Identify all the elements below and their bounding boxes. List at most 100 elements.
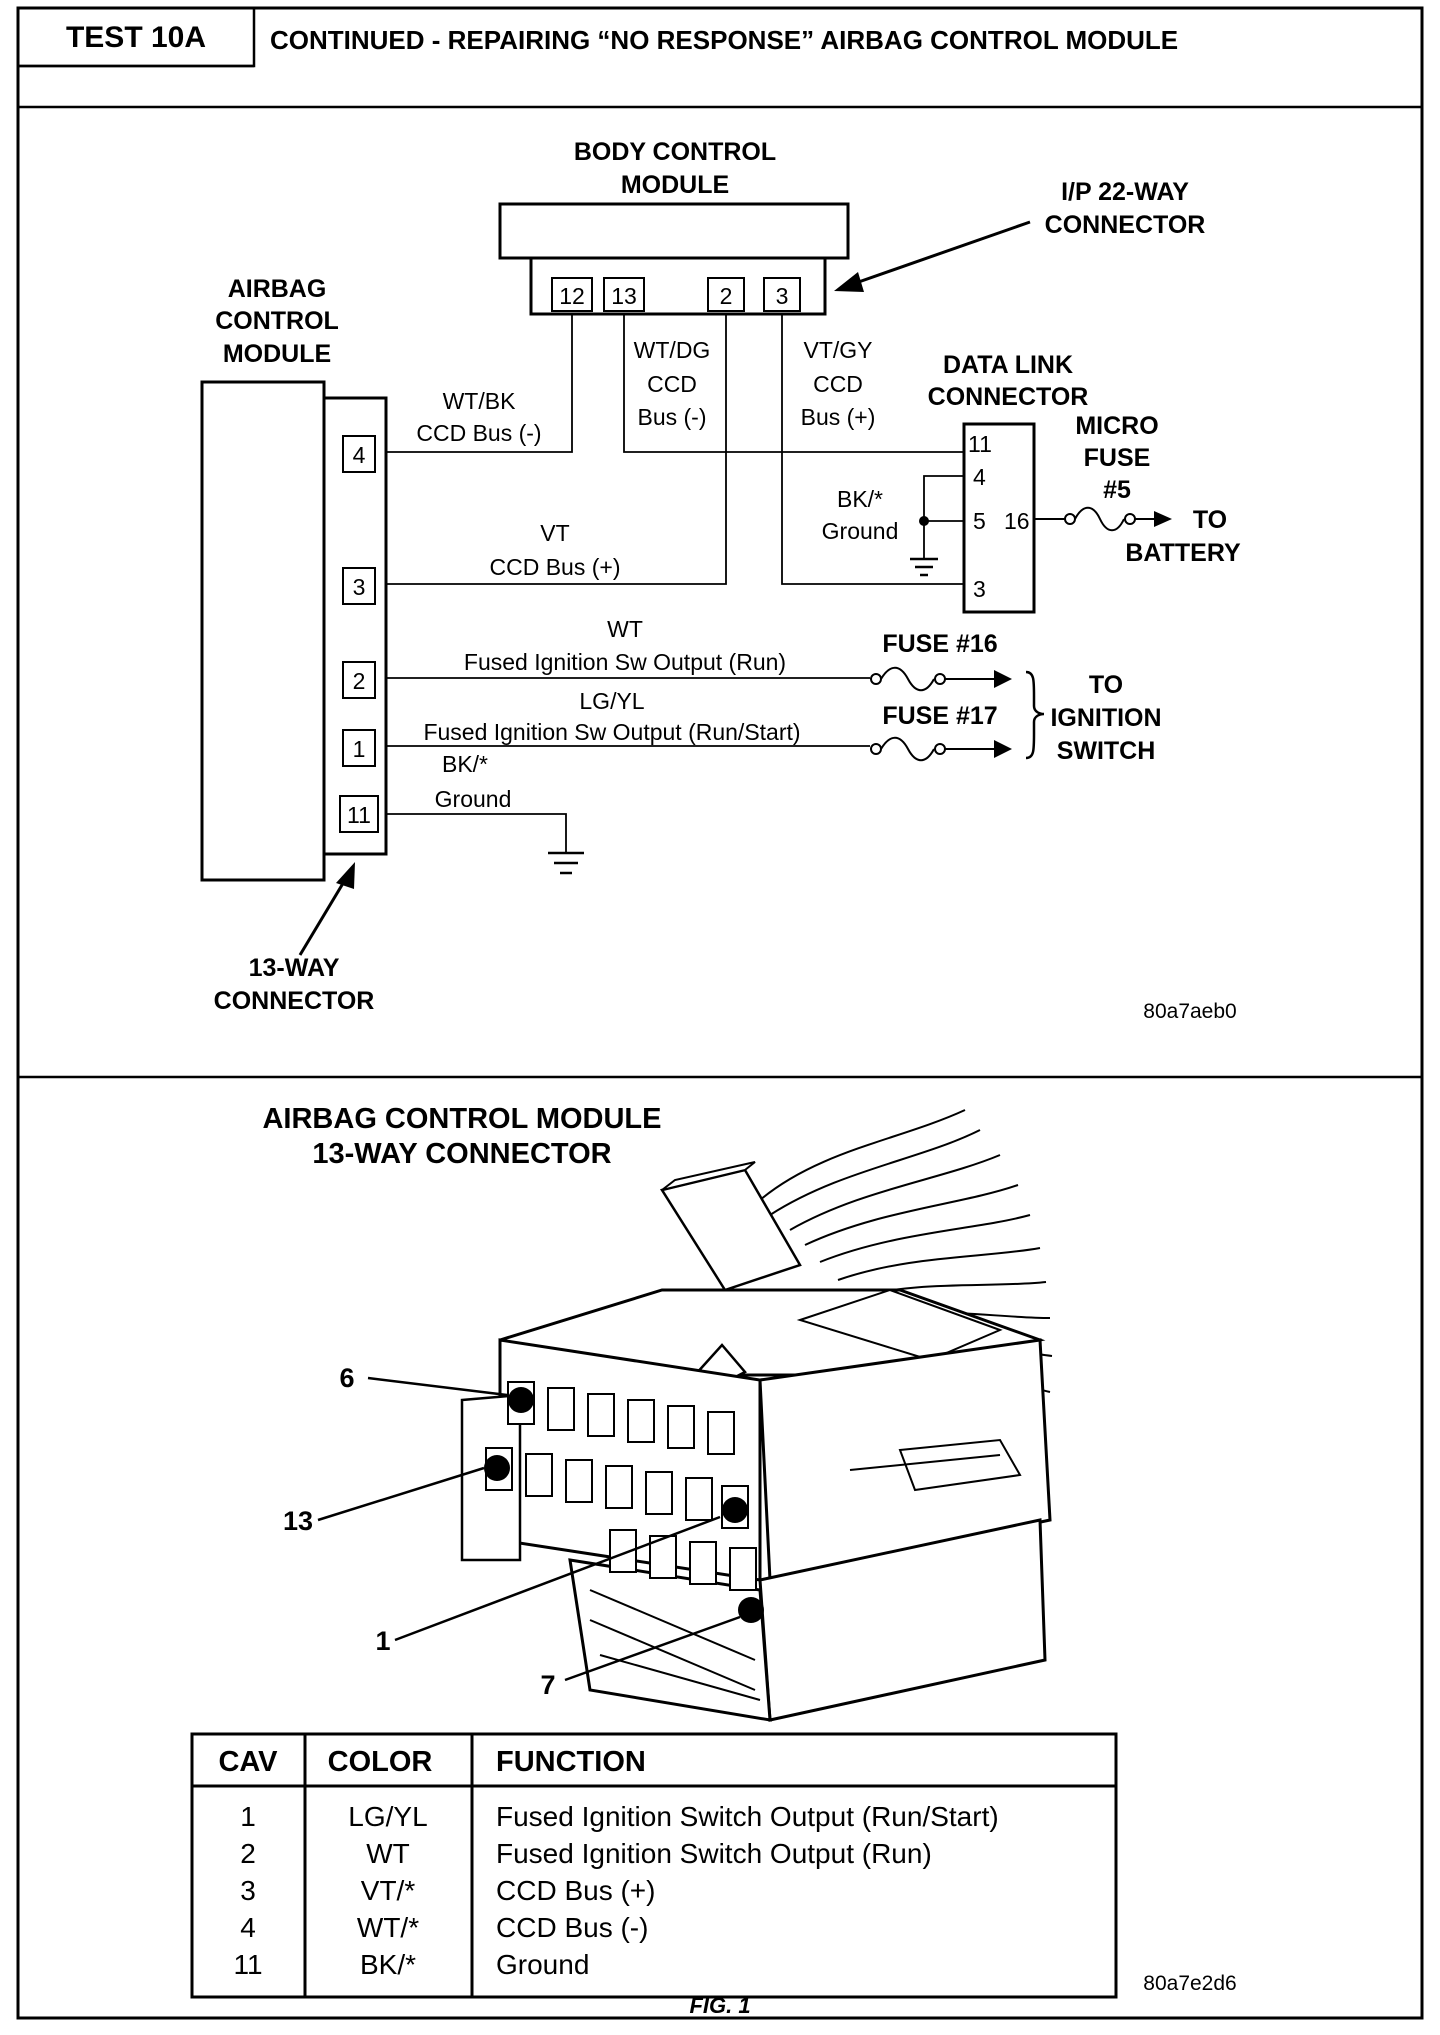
row4-color: WT/*: [357, 1912, 419, 1943]
acm-label-line3: MODULE: [223, 340, 331, 368]
row1-cav: 1: [240, 1801, 256, 1832]
connector-figure-code: 80a7e2d6: [1143, 1972, 1236, 1995]
vtgy-function-line1: CCD: [813, 371, 863, 397]
wtdg-function-line2: Bus (-): [638, 404, 707, 430]
dlc-pin-11: 11: [968, 431, 992, 457]
way13-label-line1: 13-WAY: [249, 954, 340, 982]
acm-body: [200, 380, 326, 882]
bcm-pin-2: 2: [720, 283, 733, 309]
acm-pin-1: 1: [353, 736, 366, 762]
acm-pin-11: 11: [347, 802, 371, 828]
acm-label-line2: CONTROL: [215, 307, 339, 335]
table-row: 3 VT/* CCD Bus (+): [240, 1875, 655, 1906]
wt-function: Fused Ignition Sw Output (Run): [464, 649, 786, 675]
dlc-ground-junction: [919, 516, 929, 526]
dlc-bk-color: BK/*: [837, 486, 883, 512]
acm-pin-2: 2: [353, 668, 366, 694]
row2-function: Fused Ignition Switch Output (Run): [496, 1838, 932, 1869]
row5-function: Ground: [496, 1949, 589, 1980]
row2-cav: 2: [240, 1838, 256, 1869]
bk-color: BK/*: [442, 751, 488, 777]
acm-13-way-connector: [322, 396, 388, 856]
wt-color: WT: [607, 616, 643, 642]
dlc-bk-function: Ground: [822, 518, 899, 544]
bcm-pin-3: 3: [776, 283, 789, 309]
bk-function: Ground: [435, 786, 512, 812]
table-header-function: FUNCTION: [496, 1746, 646, 1778]
way13-arrow: [298, 879, 347, 956]
dlc-ground-symbol: [910, 557, 938, 577]
vtgy-function-line2: Bus (+): [801, 404, 876, 430]
micro-fuse-label-line2: FUSE: [1084, 444, 1151, 472]
ip-connector-label-line2: CONNECTOR: [1045, 211, 1206, 239]
callout-leaders: [317, 1376, 741, 1682]
fuse16-label: FUSE #16: [882, 630, 997, 658]
wire-vt: [386, 314, 727, 585]
micro-fuse-5: [1034, 506, 1158, 532]
wire-wtbk: [386, 314, 573, 453]
wire-wtdg: [623, 314, 964, 453]
table-row: 11 BK/* Ground: [233, 1949, 589, 1980]
wire-vtgy: [781, 314, 964, 585]
cavity-table: [190, 1732, 1118, 1999]
table-row: 2 WT Fused Ignition Switch Output (Run): [240, 1838, 932, 1869]
row3-cav: 3: [240, 1875, 256, 1906]
fuse16-arrowhead: [994, 670, 1012, 688]
micro-fuse-label-line3: #5: [1103, 476, 1131, 504]
table-header-cav: CAV: [218, 1746, 278, 1778]
ip-22-way-connector: [529, 256, 827, 316]
test-label: TEST 10A: [66, 21, 206, 54]
dlc-pin-3: 3: [973, 576, 986, 602]
fuse-17: [870, 736, 995, 762]
callout-1: 1: [375, 1626, 390, 1656]
page-border: [16, 6, 1424, 2020]
schematic-figure-code: 80a7aeb0: [1143, 1000, 1236, 1023]
to-ignition-line1: TO: [1089, 671, 1123, 699]
wtdg-function-line1: CCD: [647, 371, 697, 397]
bcm-body: [498, 202, 850, 260]
ignition-brace: [1025, 670, 1045, 760]
way13-label-line2: CONNECTOR: [214, 987, 375, 1015]
to-battery-line1: TO: [1193, 506, 1227, 534]
acm-pin-3: 3: [353, 574, 366, 600]
wtbk-function: CCD Bus (-): [416, 420, 541, 446]
vt-color: VT: [540, 520, 569, 546]
to-battery-arrowhead: [1154, 511, 1172, 527]
ip-connector-arrowhead: [834, 272, 864, 292]
wtbk-color: WT/BK: [443, 388, 516, 414]
page-title: CONTINUED - REPAIRING “NO RESPONSE” AIRB…: [270, 25, 1178, 55]
row1-color: LG/YL: [348, 1801, 427, 1832]
callout-7: 7: [540, 1670, 555, 1700]
bcm-pin-boxes: [551, 277, 801, 312]
table-row: 1 LG/YL Fused Ignition Switch Output (Ru…: [240, 1801, 998, 1832]
callout-6: 6: [339, 1363, 354, 1393]
fuse-16: [870, 666, 995, 692]
fuse17-arrowhead: [994, 740, 1012, 758]
lgyl-function: Fused Ignition Sw Output (Run/Start): [423, 719, 800, 745]
dlc-label-line1: DATA LINK: [943, 351, 1073, 379]
row1-function: Fused Ignition Switch Output (Run/Start): [496, 1801, 999, 1832]
connector-view-title-line2: 13-WAY CONNECTOR: [312, 1138, 611, 1170]
vtgy-color: VT/GY: [803, 337, 872, 363]
row3-color: VT/*: [361, 1875, 416, 1906]
fuse17-label: FUSE #17: [882, 702, 997, 730]
dlc-label-line2: CONNECTOR: [928, 383, 1089, 411]
row3-function: CCD Bus (+): [496, 1875, 655, 1906]
wire-bk: [386, 813, 567, 852]
acm-label-line1: AIRBAG: [228, 275, 327, 303]
ip-connector-label-line1: I/P 22-WAY: [1061, 178, 1189, 206]
dlc-body: [962, 422, 1036, 614]
lgyl-color: LG/YL: [579, 688, 644, 714]
wires: [386, 314, 964, 852]
to-ignition-line2: IGNITION: [1050, 704, 1161, 732]
table-header-color: COLOR: [328, 1746, 433, 1778]
bcm-label-line1: BODY CONTROL: [574, 138, 776, 166]
connector-illustration: [460, 1109, 1053, 1722]
ip-connector-arrow: [849, 220, 1031, 287]
callout-13: 13: [283, 1506, 313, 1536]
row5-color: BK/*: [360, 1949, 416, 1980]
dlc-pin-5: 5: [973, 508, 986, 534]
fig-caption: FIG. 1: [689, 1993, 750, 2018]
